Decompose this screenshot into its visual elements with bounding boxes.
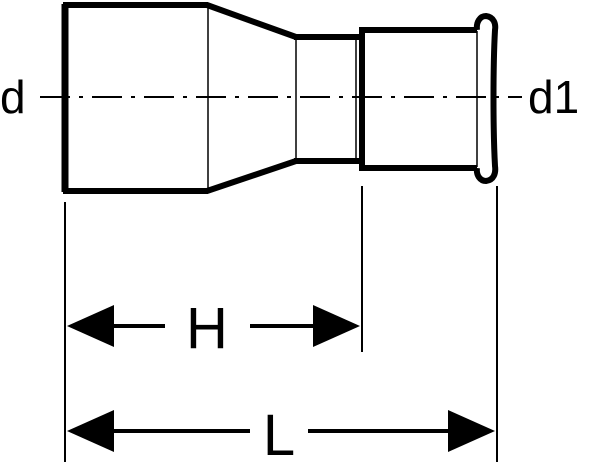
arrowhead-right bbox=[448, 410, 495, 452]
press-bead bbox=[473, 12, 499, 185]
extension-lines bbox=[64, 186, 498, 462]
label-h: H bbox=[186, 296, 228, 361]
dimension-l bbox=[67, 410, 495, 452]
arrowhead-left bbox=[67, 410, 114, 452]
dimension-h bbox=[67, 305, 360, 347]
arrowhead-right bbox=[313, 305, 360, 347]
label-d1: d1 bbox=[528, 71, 579, 123]
press-socket-section bbox=[359, 12, 499, 185]
small-pipe-section bbox=[294, 34, 362, 164]
fitting-body bbox=[61, 2, 499, 194]
reducer-cone-section bbox=[205, 2, 298, 194]
label-d: d bbox=[0, 71, 26, 123]
arrowhead-left bbox=[67, 305, 114, 347]
label-l: L bbox=[263, 403, 295, 468]
